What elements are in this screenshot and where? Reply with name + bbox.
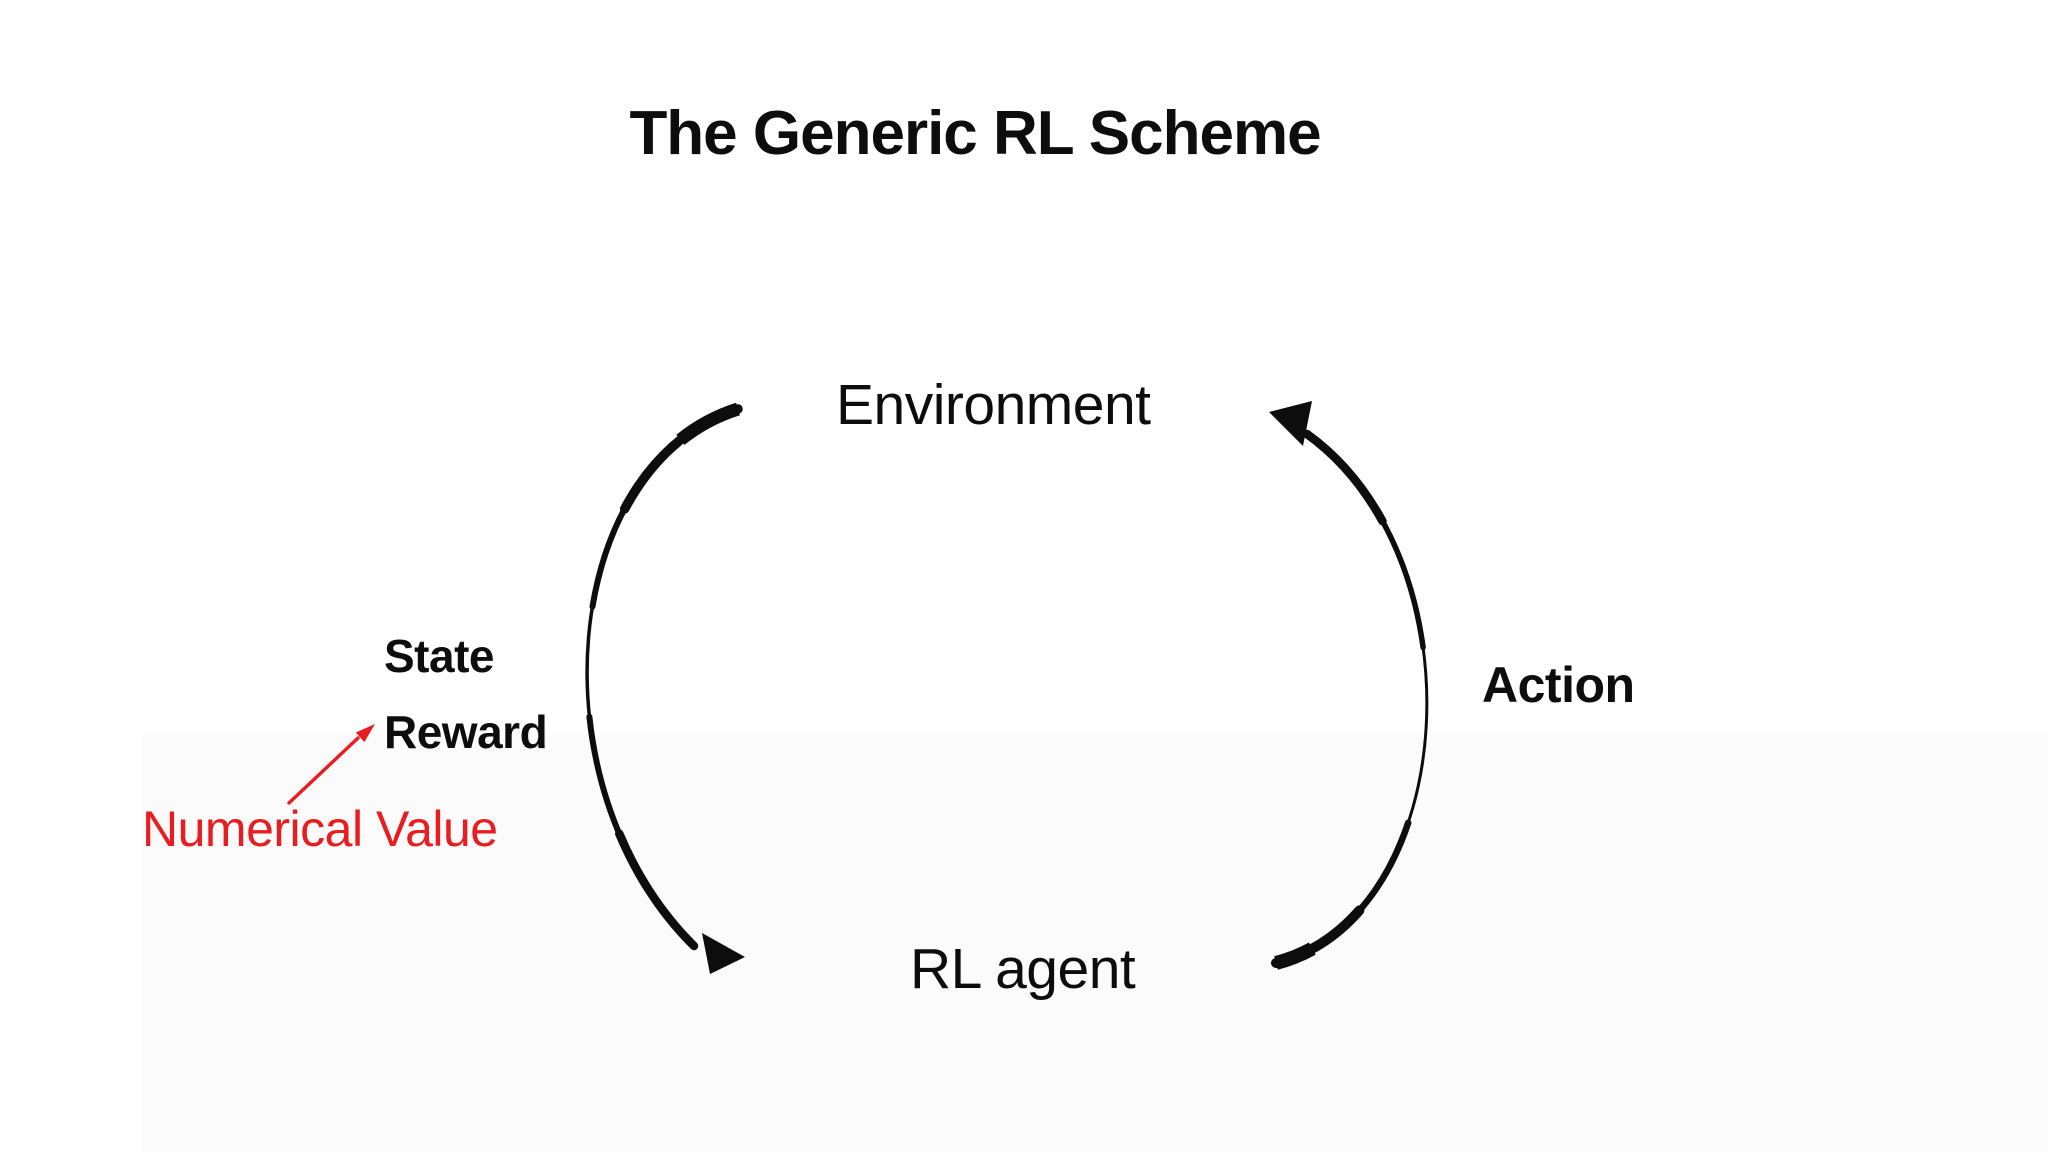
state-reward-arrow-icon xyxy=(585,402,745,974)
numerical-value-annotation: Numerical Value xyxy=(142,801,498,857)
state-reward-edge-label: State Reward xyxy=(384,618,548,770)
action-arrow-icon xyxy=(1269,401,1429,970)
environment-node-label: Environment xyxy=(836,373,1151,437)
state-label: State xyxy=(384,630,494,682)
page-title: The Generic RL Scheme xyxy=(629,99,1321,168)
action-edge-label: Action xyxy=(1482,657,1635,713)
rl-agent-node-label: RL agent xyxy=(910,937,1136,1001)
background-band xyxy=(143,735,2048,1152)
annotation-arrow-icon xyxy=(287,724,375,805)
reward-label: Reward xyxy=(384,706,548,758)
